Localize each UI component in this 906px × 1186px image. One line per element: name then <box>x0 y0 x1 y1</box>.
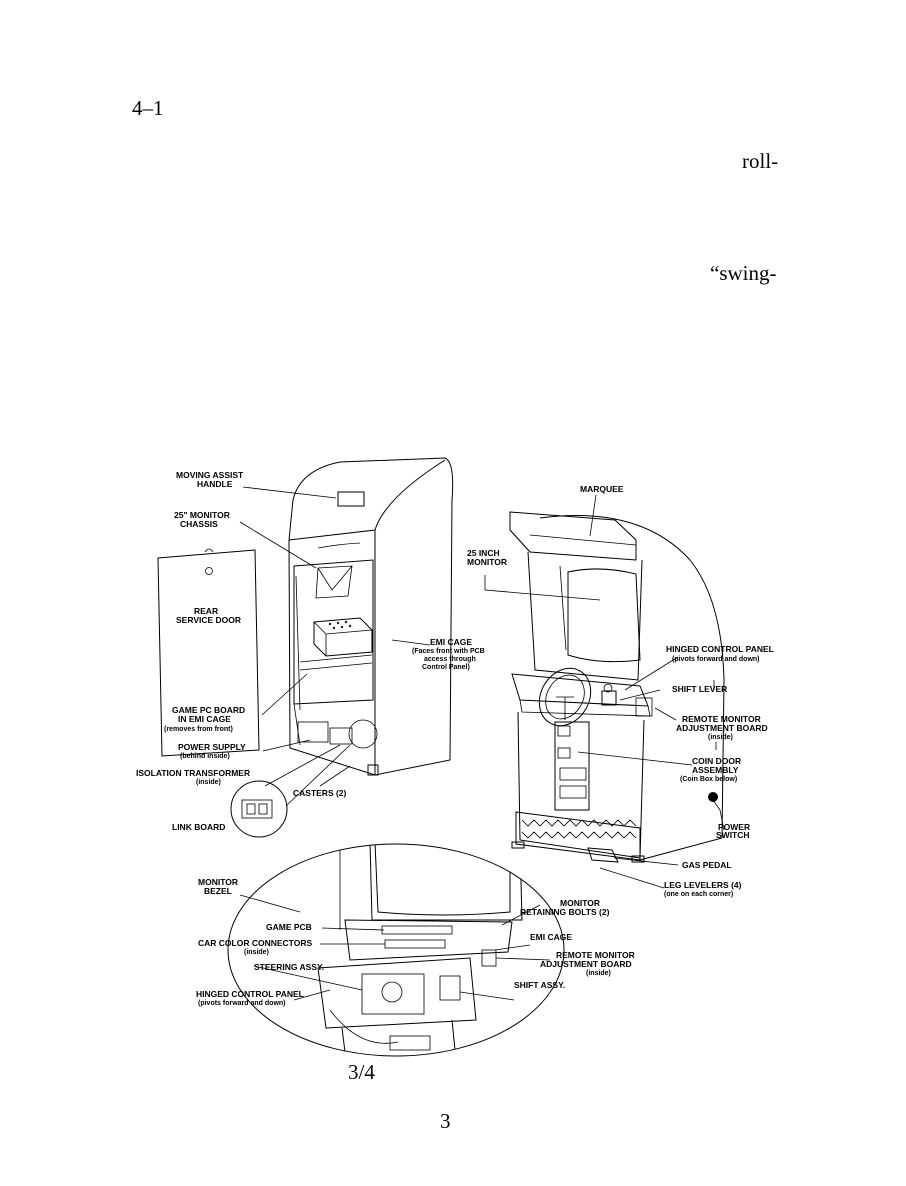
label-marquee: MARQUEE <box>580 484 624 494</box>
label-emi-cage-detail: EMI CAGE <box>530 932 572 942</box>
power-switch <box>708 792 718 802</box>
label-hinged-control-panel-detail: HINGED CONTROL PANEL(pivots forward and … <box>196 989 304 1007</box>
remote-monitor-board <box>635 697 653 717</box>
moving-assist-handle <box>337 491 365 507</box>
label-power-supply: POWER SUPPLY(behind inside) <box>178 742 246 760</box>
label-casters: CASTERS (2) <box>293 788 347 798</box>
label-leg-levelers: LEG LEVELERS (4)(one on each corner) <box>664 880 742 898</box>
label-shift-lever: SHIFT LEVER <box>672 684 727 694</box>
front-monitor-screen <box>567 568 641 663</box>
door-latch <box>205 567 213 575</box>
label-link-board: LINK BOARD <box>172 822 225 832</box>
detail-view-frame <box>227 843 565 1057</box>
label-steering-assy: STEERING ASSY. <box>254 962 324 972</box>
detail-control-panel <box>317 957 477 1029</box>
rear-cabinet <box>157 457 454 838</box>
front-side-panel <box>539 515 725 861</box>
label-car-color-connectors: CAR COLOR CONNECTORS(inside) <box>198 938 312 956</box>
section-number: 4–1 <box>132 96 164 120</box>
link-board-callout <box>230 780 288 838</box>
link-board <box>241 799 273 819</box>
detail-shift-assy <box>439 975 461 1001</box>
monitor-chassis <box>315 565 353 599</box>
detail-game-pcb <box>381 925 453 935</box>
label-gas-pedal: GAS PEDAL <box>682 860 732 870</box>
rear-cabinet-body <box>288 457 454 776</box>
coin-door <box>554 721 590 811</box>
label-isolation-transformer: ISOLATION TRANSFORMER(inside) <box>136 768 250 786</box>
page-number: 3 <box>440 1109 451 1133</box>
power-supply <box>297 721 329 743</box>
caster <box>367 764 379 776</box>
label-game-pcb: GAME PCB <box>266 922 312 932</box>
rear-service-door <box>157 549 260 757</box>
detail-steering-assy <box>361 973 425 1015</box>
emi-cage-box <box>313 617 373 657</box>
detail-view <box>259 844 523 1056</box>
detail-car-color-connectors <box>384 939 446 949</box>
shift-lever <box>601 690 617 706</box>
isolation-transformer <box>329 727 353 745</box>
label-hinged-control-panel-front: HINGED CONTROL PANEL(pivots forward and … <box>666 644 774 663</box>
steering-wheel <box>538 667 592 727</box>
detail-monitor-screen <box>374 844 511 916</box>
text-fragment-swing: “swing- <box>710 261 777 285</box>
text-fragment-roll: roll- <box>742 149 779 173</box>
detail-emi-cage <box>344 919 513 961</box>
kick-plate <box>515 811 641 861</box>
rear-opening <box>293 559 374 705</box>
label-shift-assy: SHIFT ASSY. <box>514 980 565 990</box>
leg-leveler <box>511 841 525 849</box>
front-cabinet <box>509 511 725 863</box>
text-fragment-three-quarter: 3/4 <box>348 1060 375 1084</box>
gas-pedal <box>587 847 619 863</box>
